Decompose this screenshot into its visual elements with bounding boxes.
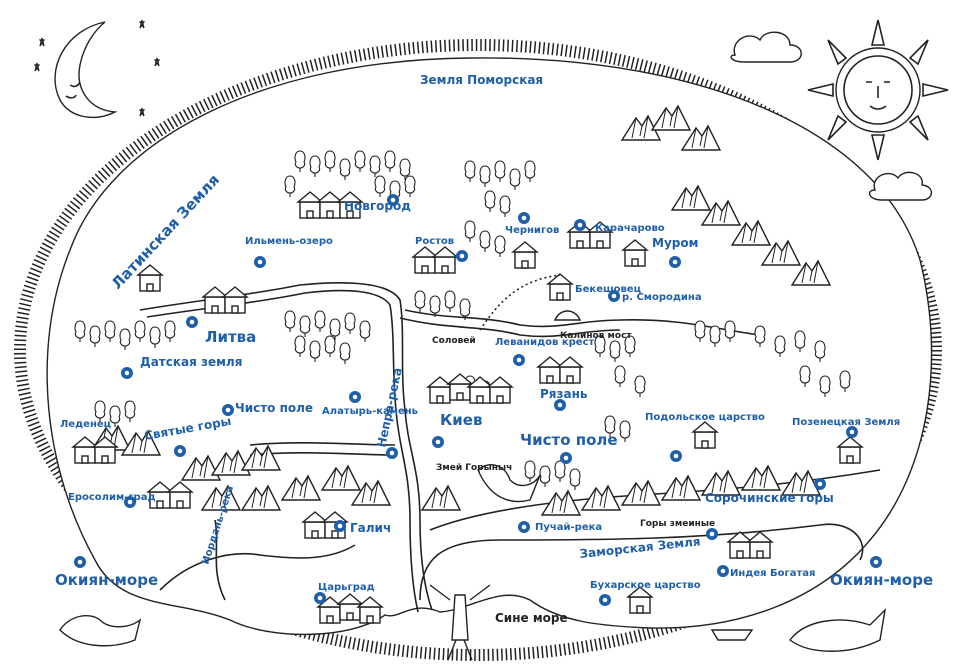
west-sea-edge — [159, 544, 356, 591]
label-novgorod: Новгород — [344, 199, 411, 213]
label-ryazan: Рязань — [540, 387, 588, 401]
label-datskaya-zemlya: Датская земля — [140, 355, 242, 369]
moon-icon — [54, 21, 118, 119]
label-tsargrad: Царьград — [318, 582, 375, 593]
label-sine-more: Сине море — [495, 611, 568, 625]
kalinov-bridge-icon — [553, 310, 582, 321]
label-kiev: Киев — [440, 411, 482, 429]
location-markers — [74, 194, 882, 606]
crayfish-icon — [429, 584, 491, 661]
label-murom: Муром — [652, 236, 698, 250]
label-levanidov: Леванидов крест — [495, 337, 594, 348]
label-okiyan-west: Окиян-море — [55, 571, 158, 589]
label-chisto-pole-center: Чисто поле — [520, 431, 618, 449]
label-kalinov: Калинов мост — [560, 331, 632, 341]
label-podolskoe: Подольское царство — [645, 412, 765, 423]
cloud-icon — [730, 31, 802, 63]
label-ledenets: Леденец — [60, 419, 111, 430]
label-bekeshovets: Бекешовец — [575, 284, 641, 295]
dragon-icon — [477, 464, 541, 503]
sea-monster-icon — [789, 607, 887, 652]
sine-more-water — [419, 523, 864, 601]
label-ilmen: Ильмень-озеро — [245, 236, 333, 247]
label-zemlya-pomorskaya: Земля Поморская — [420, 73, 543, 87]
label-rostov: Ростов — [415, 236, 454, 247]
label-sorochinskie-gory: Сорочинские горы — [705, 491, 834, 505]
boat-icon — [710, 629, 754, 641]
label-galich: Галич — [350, 521, 391, 535]
label-karachaevo: Карачарово — [595, 223, 665, 234]
label-okiyan-east: Окиян-море — [830, 571, 933, 589]
label-pozenetskaya: Позенецкая Земля — [792, 417, 900, 428]
label-ierusalim: Еросолим-град — [68, 492, 156, 503]
label-smorodina: р. Смородина — [622, 292, 702, 303]
sun-icon — [807, 19, 949, 161]
label-buharskoe: Бухарское царство — [590, 580, 701, 591]
label-litva: Литва — [205, 328, 256, 346]
label-chisto-pole-west: Чисто поле — [235, 401, 313, 415]
road — [479, 274, 561, 331]
label-india: Индея Богатая — [730, 568, 815, 579]
label-solovei: Соловей — [432, 336, 476, 346]
map-rim — [14, 39, 942, 661]
label-zmei: Змей Горыныч — [436, 463, 512, 473]
stars-icon — [33, 19, 161, 117]
mermaid-icon — [59, 614, 142, 647]
label-puchai: Пучай-река — [535, 522, 602, 533]
cloud-icon — [868, 171, 933, 201]
label-gory-zmeinye: Горы змеиные — [640, 519, 715, 529]
label-latyr: Алатырь-камень — [322, 406, 418, 417]
label-chernigov: Чернигов — [505, 225, 559, 236]
